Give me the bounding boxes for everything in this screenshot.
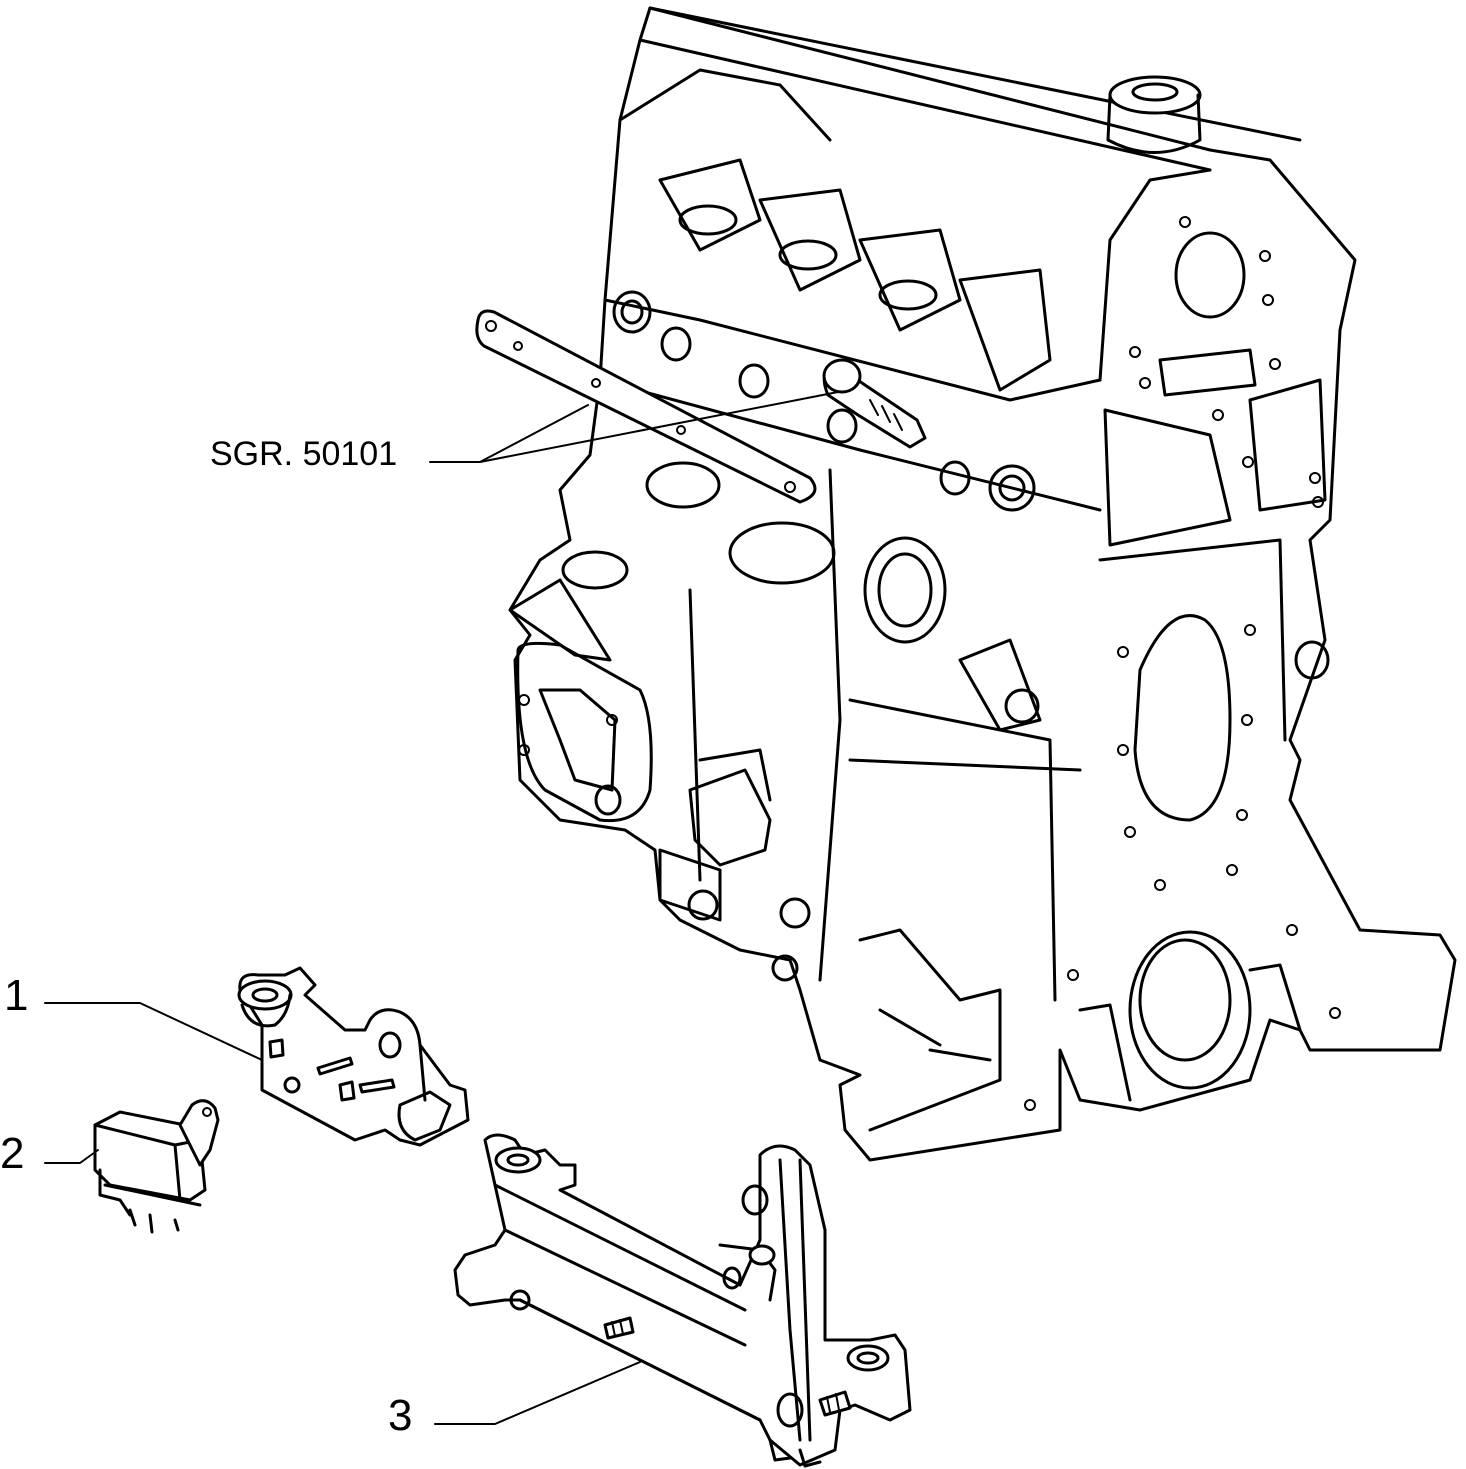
leader-2 <box>44 1149 99 1164</box>
part-2-relay <box>93 1099 220 1234</box>
callout-2: 2 <box>0 1129 24 1178</box>
leader-ref-2 <box>479 391 839 463</box>
part-3-support <box>453 1133 912 1468</box>
reference-assembly <box>475 309 927 504</box>
leader-3 <box>434 1361 641 1425</box>
leader-ref <box>429 404 589 463</box>
reference-label: SGR. 50101 <box>210 435 397 473</box>
engine-block <box>508 6 1457 1162</box>
leader-lines <box>44 391 839 1425</box>
callout-1: 1 <box>4 971 28 1020</box>
part-1-bracket <box>237 966 470 1147</box>
callout-3: 3 <box>388 1391 412 1440</box>
leader-1 <box>44 1002 263 1061</box>
